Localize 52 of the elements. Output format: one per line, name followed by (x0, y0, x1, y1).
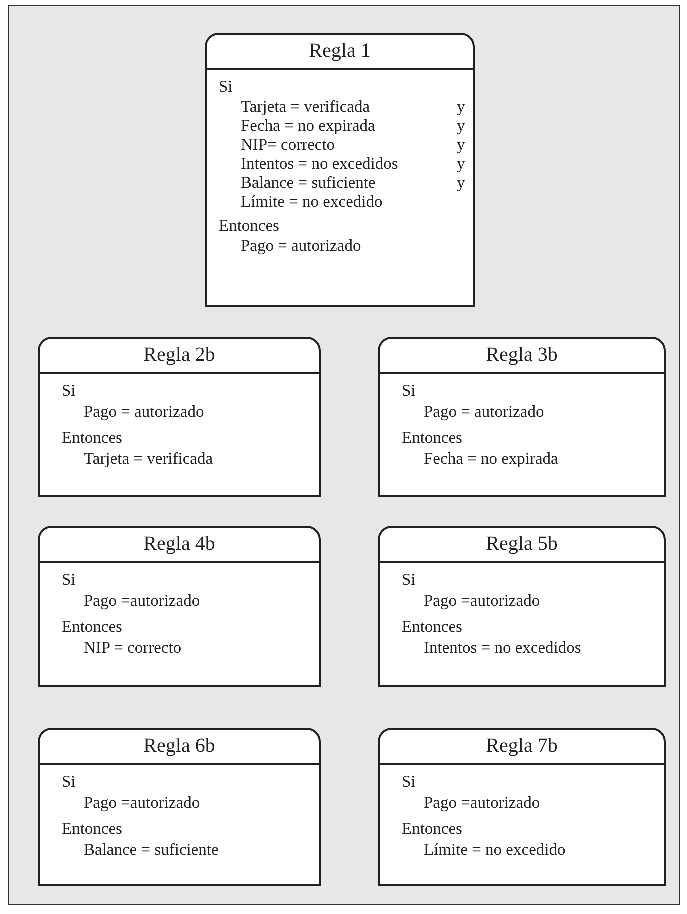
rule-title: Regla 5b (380, 528, 664, 563)
keyword: Entonces (402, 616, 462, 637)
conjunction: y (457, 135, 466, 154)
condition-text: Fecha = no expirada (424, 449, 558, 468)
condition-text: Tarjeta = verificada (84, 449, 214, 468)
condition-text: Pago =autorizado (84, 591, 200, 610)
condition-text: Límite = no excedido (241, 192, 383, 211)
keyword: Entonces (219, 215, 280, 236)
rule-title: Regla 3b (380, 339, 664, 374)
conjunction: y (457, 154, 466, 173)
condition-text: NIP = correcto (84, 638, 182, 657)
condition-text: Límite = no excedido (424, 840, 566, 859)
rule-card (378, 337, 666, 497)
condition-text: Pago = autorizado (84, 402, 204, 421)
rule-title: Regla 4b (40, 528, 319, 563)
condition-text: Intentos = no excedidos (424, 638, 582, 657)
keyword: Si (62, 771, 76, 792)
rule-card (378, 728, 666, 886)
conjunction: y (457, 97, 466, 116)
rule-card (205, 33, 475, 307)
keyword: Si (62, 380, 76, 401)
conjunction: y (457, 173, 466, 192)
condition-text: Tarjeta = verificada (241, 97, 370, 116)
keyword: Entonces (62, 616, 122, 637)
condition-text: Pago =autorizado (84, 793, 200, 812)
condition-text: Balance = suficiente (241, 173, 376, 192)
rule-title: Regla 7b (380, 730, 664, 765)
rule-title: Regla 2b (40, 339, 319, 374)
keyword: Entonces (62, 818, 122, 839)
conjunction: y (457, 116, 466, 135)
keyword: Entonces (402, 818, 462, 839)
rule-card (38, 337, 321, 497)
keyword: Entonces (402, 427, 462, 448)
keyword: Si (402, 569, 416, 590)
keyword: Si (402, 380, 416, 401)
condition-text: NIP= correcto (241, 135, 336, 154)
rule-title: Regla 1 (207, 35, 473, 70)
rule-card (378, 526, 666, 687)
condition-text: Fecha = no expirada (241, 116, 376, 135)
rule-card (38, 526, 321, 687)
keyword: Si (402, 771, 416, 792)
keyword: Si (62, 569, 76, 590)
rule-title: Regla 6b (40, 730, 319, 765)
keyword: Si (219, 76, 233, 97)
condition-text: Balance = suficiente (84, 840, 219, 859)
keyword: Entonces (62, 427, 122, 448)
condition-text: Pago = autorizado (241, 236, 362, 255)
condition-text: Pago =autorizado (424, 793, 540, 812)
rule-card (38, 728, 321, 886)
condition-text: Pago = autorizado (424, 402, 544, 421)
condition-text: Intentos = no excedidos (241, 154, 398, 173)
condition-text: Pago =autorizado (424, 591, 540, 610)
